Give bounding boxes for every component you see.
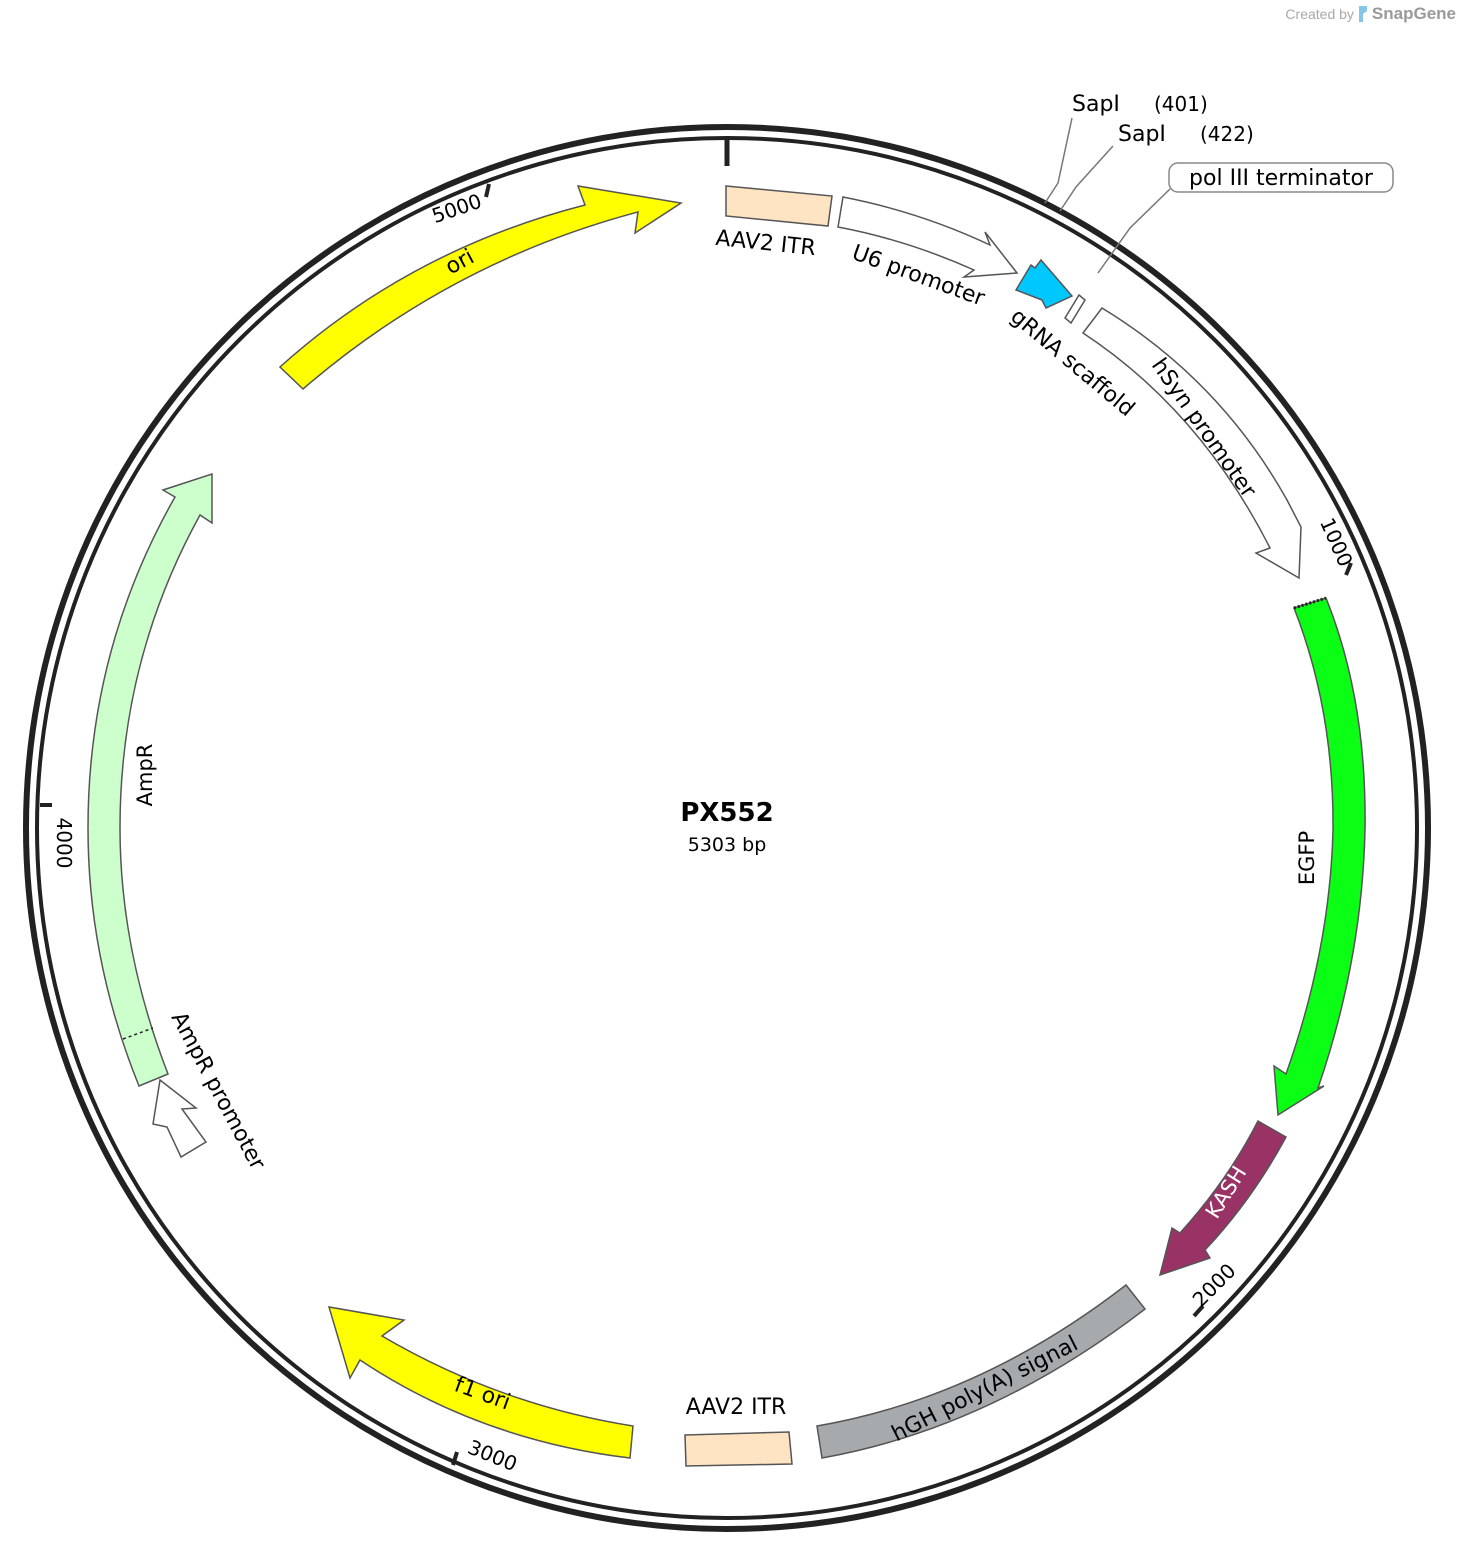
- pol-iii-label[interactable]: pol III terminator: [1189, 166, 1374, 191]
- snapgene-logo-icon: [1358, 6, 1367, 22]
- label-egfp: EGFP: [1295, 831, 1319, 885]
- credit-brand: SnapGene: [1371, 4, 1456, 23]
- feature-hsyn-promoter[interactable]: [1081, 307, 1302, 580]
- ampr-dotted-divider: [122, 1027, 154, 1040]
- feature-hgh-polya[interactable]: [816, 1283, 1147, 1459]
- tick-label-4000: 4000: [52, 818, 76, 869]
- pol-iii-leader: [1097, 188, 1171, 274]
- site-sapi-401-pos: (401): [1154, 92, 1208, 116]
- sapi-422-leader: [1059, 145, 1114, 212]
- tick-1000: 1000: [1315, 514, 1358, 576]
- site-sapi-401-name[interactable]: SapI: [1072, 92, 1120, 117]
- feature-kash[interactable]: [1158, 1119, 1288, 1277]
- snapgene-credit: Created by SnapGene: [1285, 4, 1456, 24]
- egfp-dotted-edge: [1293, 596, 1327, 610]
- tick-2000: 2000: [1188, 1259, 1241, 1318]
- label-hsyn-promoter: hSyn promoter: [1146, 354, 1261, 503]
- tick-3000: 3000: [451, 1435, 521, 1476]
- feature-aav2-itr-1[interactable]: [725, 185, 833, 227]
- feature-ori[interactable]: [278, 185, 684, 391]
- label-aav2-itr-1: AAV2 ITR: [714, 226, 817, 261]
- plasmid-size: 5303 bp: [687, 834, 767, 856]
- credit-prefix: Created by: [1285, 6, 1354, 22]
- tick-label-1000: 1000: [1315, 514, 1358, 570]
- site-sapi-422-pos: (422): [1200, 122, 1254, 146]
- pol-iii-label-box: [1168, 162, 1394, 193]
- plasmid-name: PX552: [680, 798, 774, 828]
- site-sapi-422-name[interactable]: SapI: [1118, 122, 1166, 147]
- feature-aav2-itr-2[interactable]: [684, 1431, 793, 1467]
- feature-u6-promoter[interactable]: [837, 196, 1019, 278]
- backbone-outer-ring: [23, 124, 1431, 1532]
- tick-4000: 4000: [40, 803, 76, 869]
- feature-f1-ori[interactable]: [327, 1306, 634, 1459]
- feature-egfp[interactable]: [1273, 597, 1366, 1117]
- label-ampr: AmpR: [133, 744, 157, 807]
- tick-label-2000: 2000: [1188, 1259, 1241, 1312]
- backbone-inner-ring: [35, 136, 1419, 1520]
- sapi-401-leader: [1044, 117, 1073, 204]
- label-aav2-itr-2: AAV2 ITR: [686, 1395, 787, 1420]
- label-hgh-polya: hGH poly(A) signal: [888, 1331, 1082, 1447]
- feature-grna-scaffold[interactable]: [1014, 258, 1074, 309]
- feature-pol-iii-terminator[interactable]: [1064, 293, 1086, 325]
- feature-ampr-promoter[interactable]: [152, 1078, 208, 1159]
- feature-ampr[interactable]: [87, 472, 213, 1087]
